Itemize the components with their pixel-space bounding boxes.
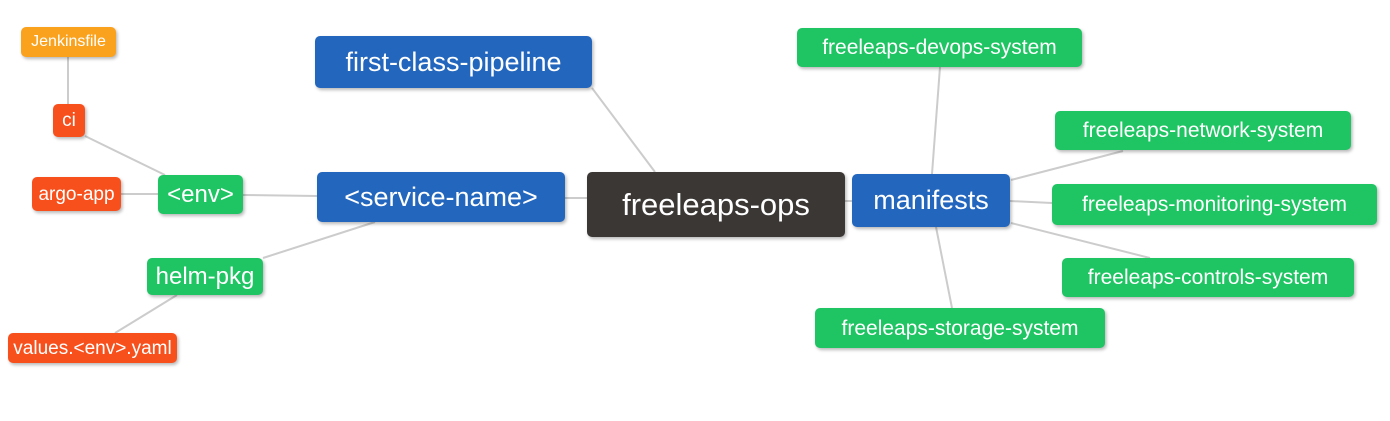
- node-freeleaps-ops[interactable]: freeleaps-ops: [587, 172, 845, 237]
- edge-manifests-to-freeleaps-storage-system: [935, 226, 953, 309]
- edge-env-to-service-name: [242, 194, 318, 197]
- edge-manifests-to-freeleaps-network-system: [1010, 150, 1124, 181]
- node-helm-pkg[interactable]: helm-pkg: [147, 258, 263, 295]
- node-freeleaps-monitoring-system[interactable]: freeleaps-monitoring-system: [1052, 184, 1377, 225]
- node-first-class-pipeline[interactable]: first-class-pipeline: [315, 36, 592, 88]
- node-values-env-yaml[interactable]: values.<env>.yaml: [8, 333, 177, 363]
- edge-manifests-to-freeleaps-controls-system: [1010, 222, 1151, 259]
- node-ci[interactable]: ci: [53, 104, 85, 137]
- node-freeleaps-devops-system[interactable]: freeleaps-devops-system: [797, 28, 1082, 67]
- edge-ci-to-env: [84, 135, 166, 176]
- edge-helm-pkg-to-service-name: [262, 221, 376, 259]
- node-freeleaps-controls-system[interactable]: freeleaps-controls-system: [1062, 258, 1354, 297]
- node-jenkinsfile[interactable]: Jenkinsfile: [21, 27, 116, 57]
- edge-first-class-pipeline-to-freeleaps-ops: [591, 87, 656, 173]
- node-freeleaps-storage-system[interactable]: freeleaps-storage-system: [815, 308, 1105, 348]
- node-manifests[interactable]: manifests: [852, 174, 1010, 227]
- edge-freeleaps-devops-system-to-manifests: [931, 66, 941, 175]
- node-service-name[interactable]: <service-name>: [317, 172, 565, 222]
- edge-values-env-yaml-to-helm-pkg: [114, 294, 178, 334]
- edge-manifests-to-freeleaps-monitoring-system: [1009, 200, 1053, 204]
- node-env[interactable]: <env>: [158, 175, 243, 214]
- node-freeleaps-network-system[interactable]: freeleaps-network-system: [1055, 111, 1351, 150]
- node-argo-app[interactable]: argo-app: [32, 177, 121, 211]
